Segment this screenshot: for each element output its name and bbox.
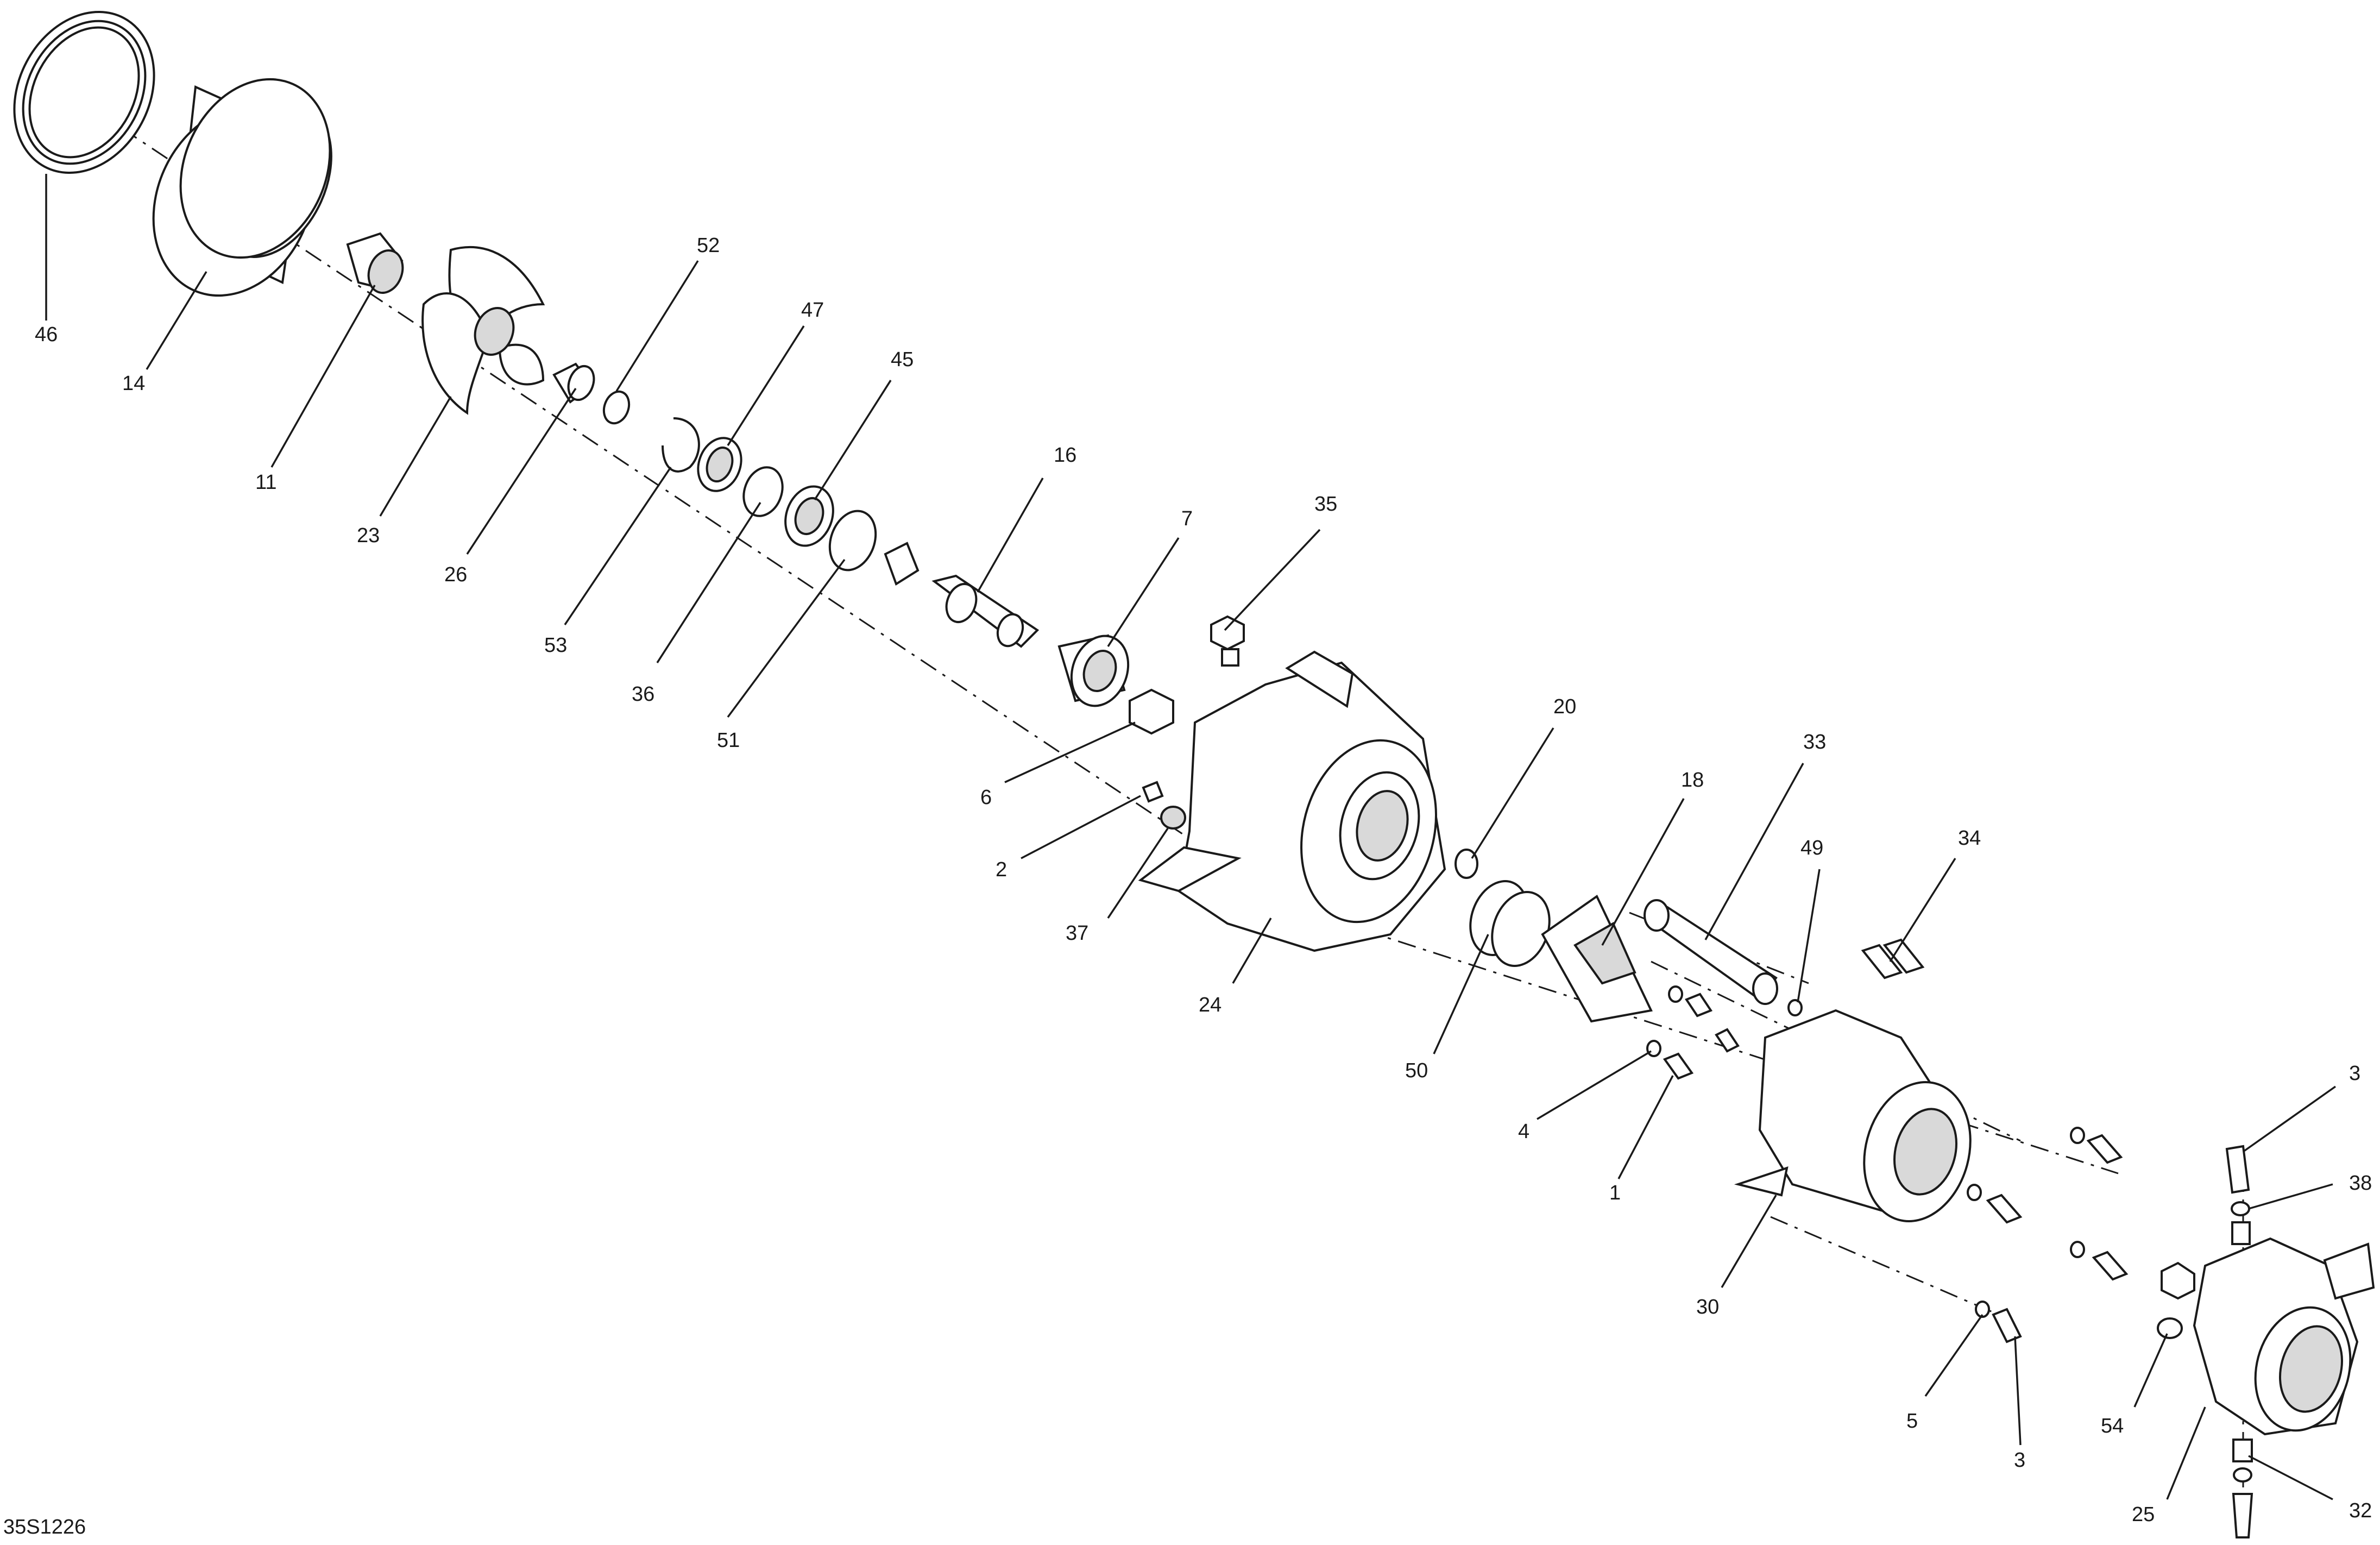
callout-2: 2 bbox=[996, 858, 1007, 881]
part-14-wear-ring-sleeve bbox=[152, 78, 332, 297]
callout-36: 36 bbox=[632, 683, 654, 706]
callout-7: 7 bbox=[1181, 507, 1193, 530]
callout-30: 30 bbox=[1696, 1296, 1719, 1318]
spacer bbox=[884, 542, 920, 586]
callout-16: 16 bbox=[1054, 444, 1076, 467]
part-45-bearing bbox=[784, 485, 834, 547]
callout-4: 4 bbox=[1518, 1120, 1529, 1143]
callout-35: 35 bbox=[1314, 493, 1337, 516]
part-46-wear-ring bbox=[13, 11, 155, 174]
part-50-o-rings bbox=[1469, 880, 1551, 967]
nozzle-hardware bbox=[2157, 1145, 2253, 1538]
callout-14: 14 bbox=[122, 372, 145, 395]
callout-23: 23 bbox=[357, 524, 380, 547]
venturi-screws bbox=[1967, 1127, 2129, 1343]
callout-47: 47 bbox=[801, 299, 824, 322]
callout-33: 33 bbox=[1803, 731, 1826, 753]
callout-52: 52 bbox=[697, 234, 720, 257]
callout-5: 5 bbox=[1906, 1410, 1918, 1433]
part-34-shims bbox=[1861, 938, 1925, 979]
callout-49: 49 bbox=[1800, 837, 1823, 859]
part-2-screw bbox=[1142, 781, 1164, 803]
callout-54: 54 bbox=[2101, 1415, 2124, 1437]
callout-38: 38 bbox=[2349, 1172, 2372, 1195]
part-36-ring bbox=[742, 466, 784, 517]
callout-labels: 46 14 11 23 26 52 53 47 36 45 51 16 7 35… bbox=[35, 234, 2372, 1526]
part-47-seal bbox=[697, 437, 742, 492]
callout-26: 26 bbox=[444, 563, 467, 586]
part-6-nut bbox=[1129, 688, 1174, 735]
part-26-bearing bbox=[552, 362, 595, 404]
callout-53: 53 bbox=[544, 634, 567, 657]
part-37-plug bbox=[1160, 806, 1186, 830]
part-33-bracket bbox=[1644, 899, 1778, 1005]
part-30-venturi bbox=[1734, 1009, 1972, 1222]
part-25-nozzle bbox=[2193, 1237, 2375, 1436]
drawing-code-label: 35S1226 bbox=[3, 1516, 86, 1538]
part-23-impeller bbox=[421, 246, 545, 415]
callout-11: 11 bbox=[255, 471, 276, 494]
part-18-cone bbox=[1541, 895, 1653, 1023]
callout-3-top: 3 bbox=[2349, 1062, 2360, 1085]
callout-1: 1 bbox=[1609, 1182, 1621, 1204]
callout-20: 20 bbox=[1553, 695, 1576, 718]
part-53-circlip bbox=[662, 417, 700, 473]
callout-46: 46 bbox=[35, 323, 58, 346]
callout-45: 45 bbox=[891, 348, 914, 371]
callout-34: 34 bbox=[1958, 827, 1981, 850]
part-35-plug bbox=[1210, 615, 1245, 667]
part-51-o-ring bbox=[828, 510, 877, 571]
callout-3-bottom: 3 bbox=[2014, 1449, 2025, 1472]
callout-18: 18 bbox=[1681, 769, 1704, 792]
part-49-washer bbox=[1787, 999, 1803, 1016]
callout-24: 24 bbox=[1199, 994, 1222, 1016]
callout-51: 51 bbox=[717, 729, 740, 752]
small-hardware bbox=[1646, 985, 1740, 1080]
callout-6: 6 bbox=[980, 786, 992, 809]
callout-32: 32 bbox=[2349, 1499, 2372, 1522]
part-52-o-ring bbox=[602, 390, 631, 425]
part-24-pump-housing bbox=[1138, 650, 1446, 952]
callout-25: 25 bbox=[2132, 1503, 2155, 1526]
leader-lines bbox=[45, 174, 2337, 1500]
part-7-bearing bbox=[1057, 634, 1130, 707]
callout-37: 37 bbox=[1066, 922, 1088, 945]
callout-50: 50 bbox=[1405, 1059, 1428, 1082]
part-16-shaft bbox=[931, 574, 1040, 648]
part-11-impeller-cap bbox=[346, 232, 404, 294]
